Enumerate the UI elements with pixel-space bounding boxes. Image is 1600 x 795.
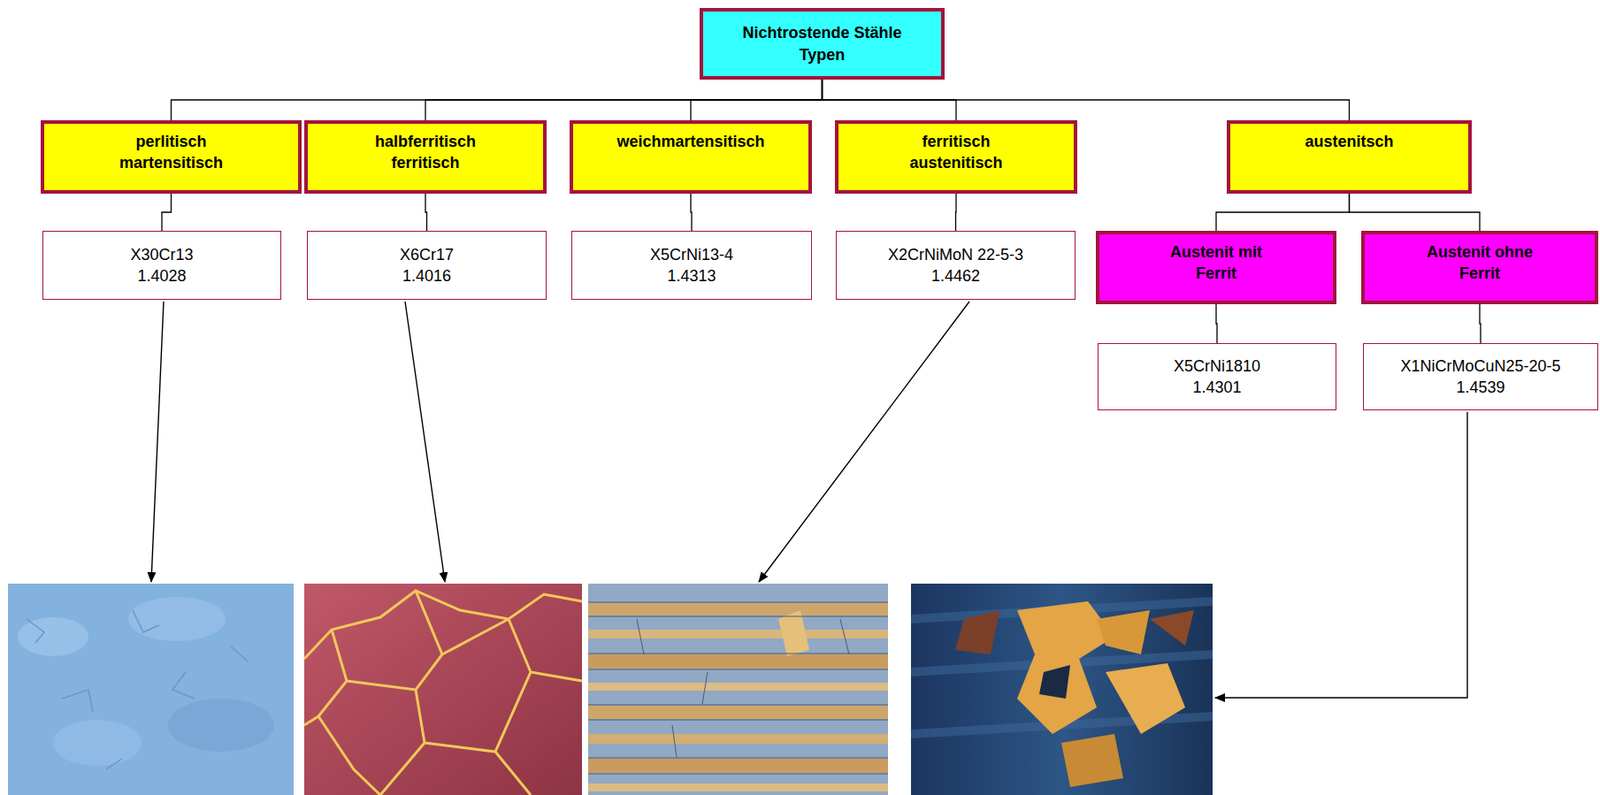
micrograph-duplex	[588, 583, 889, 795]
grade-box: X2CrNiMoN 22-5-31.4462	[835, 230, 1076, 300]
box-label: X1NiCrMoCuN25-20-5	[1400, 355, 1561, 377]
category-box: weichmartensitisch	[569, 120, 812, 194]
tree-connector	[1349, 193, 1481, 231]
leader-arrow	[1215, 412, 1468, 698]
micrograph-austenitic	[911, 583, 1213, 795]
leader-arrow	[758, 301, 970, 582]
tree-connector	[822, 79, 1350, 121]
tree-connector	[690, 193, 692, 231]
tree-connector	[1216, 193, 1350, 231]
material-number: 1.4301	[1192, 376, 1241, 399]
box-label: weichmartensitisch	[616, 130, 765, 153]
box-label: X30Cr13	[130, 244, 193, 266]
subcategory-box: Austenit ohne Ferrit	[1361, 230, 1599, 305]
grade-box: X6Cr171.4016	[306, 230, 547, 300]
micrograph-ferritic	[304, 583, 582, 795]
tree-connector	[425, 193, 428, 231]
tree-connector	[1479, 304, 1481, 344]
tree-connector	[171, 79, 823, 121]
material-number: 1.4313	[666, 265, 716, 287]
tree-connector	[955, 193, 957, 231]
box-label: Austenit mit Ferrit	[1154, 241, 1279, 285]
box-label: X5CrNi1810	[1173, 355, 1261, 377]
leader-arrow	[405, 301, 445, 582]
grade-box: X1NiCrMoCuN25-20-51.4539	[1362, 343, 1599, 411]
title-box: Nichtrostende Stähle Typen	[699, 7, 945, 80]
box-label: Austenit ohne Ferrit	[1413, 241, 1547, 285]
grade-box: X5CrNi18101.4301	[1097, 343, 1337, 411]
category-box: perlitisch martensitisch	[40, 120, 302, 194]
box-label: halbferritisch ferritisch	[359, 130, 492, 175]
material-number: 1.4028	[137, 265, 186, 287]
material-number: 1.4462	[931, 265, 980, 287]
box-label: austenitsch	[1304, 130, 1394, 153]
tree-connector	[690, 79, 823, 121]
grade-box: X30Cr131.4028	[42, 230, 282, 300]
category-box: austenitsch	[1226, 120, 1472, 194]
tree-connector	[1216, 304, 1218, 344]
box-label: Nichtrostende Stähle Typen	[731, 22, 913, 66]
box-label: ferritisch austenitisch	[889, 130, 1023, 175]
box-label: X2CrNiMoN 22-5-3	[888, 244, 1024, 266]
leader-arrows	[151, 301, 1468, 698]
tree-connector	[425, 79, 823, 121]
material-number: 1.4539	[1455, 376, 1505, 399]
material-number: 1.4016	[402, 265, 452, 287]
subcategory-box: Austenit mit Ferrit	[1095, 230, 1337, 305]
category-box: halbferritisch ferritisch	[304, 120, 547, 194]
box-label: perlitisch martensitisch	[105, 130, 238, 175]
box-label: X6Cr17	[399, 244, 454, 266]
leader-arrow	[151, 301, 164, 582]
grade-box: X5CrNi13-41.4313	[571, 230, 812, 300]
category-box: ferritisch austenitisch	[834, 120, 1078, 194]
tree-connector	[161, 193, 172, 231]
box-label: X5CrNi13-4	[650, 244, 734, 266]
micrograph-martensitic	[7, 583, 294, 795]
